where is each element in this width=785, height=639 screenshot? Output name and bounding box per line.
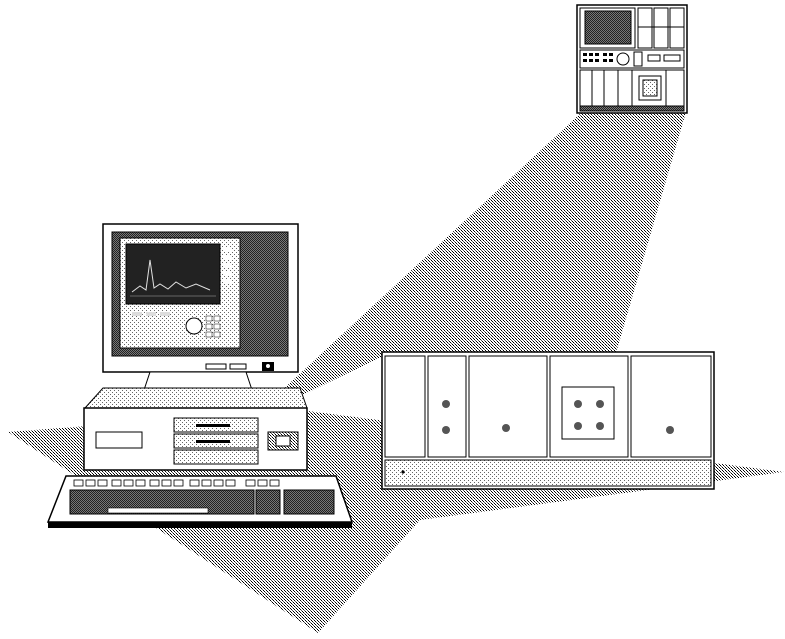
modular-instrument-panel	[577, 5, 687, 113]
monitor-screen-virtual-front-panel	[120, 238, 240, 348]
system-unit	[84, 388, 307, 470]
crt-monitor	[103, 224, 298, 372]
vxi-mainframe-chassis	[382, 352, 714, 489]
keyboard	[48, 476, 352, 528]
